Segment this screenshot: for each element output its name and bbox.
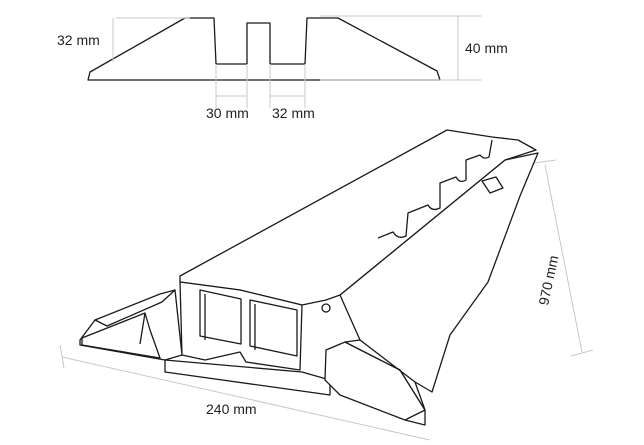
dimension-lines: [59, 15, 594, 441]
ramp-slot: [481, 176, 504, 194]
left-ramp-top: [94, 289, 176, 327]
channel-left: [199, 289, 242, 345]
connector-hole: [321, 303, 331, 313]
label-height-40: 40 mm: [465, 40, 508, 56]
interlock-notches: [377, 139, 493, 239]
channel-right: [249, 299, 298, 357]
right-wedge-face: [344, 339, 426, 411]
label-height-32: 32 mm: [57, 32, 100, 48]
label-channel-32: 32 mm: [272, 105, 315, 121]
label-channel-30: 30 mm: [206, 105, 249, 121]
label-width-240: 240 mm: [206, 401, 257, 417]
left-wedge: [81, 312, 161, 359]
label-length-970: 970 mm: [535, 254, 561, 307]
front-lip: [164, 359, 331, 396]
cross-section-profile: [87, 17, 441, 81]
isometric-view: [79, 129, 539, 426]
